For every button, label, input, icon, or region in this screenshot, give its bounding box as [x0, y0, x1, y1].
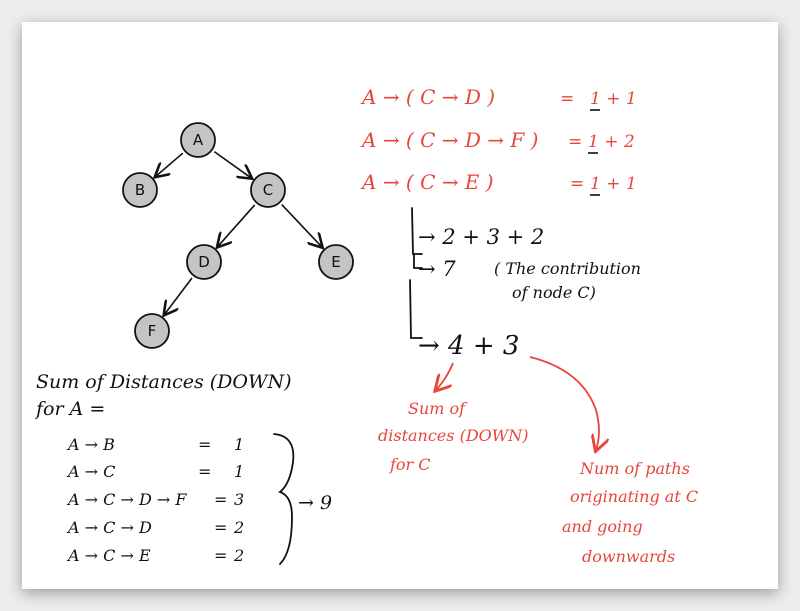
- arrow-to-sum-of-distances: [436, 362, 454, 390]
- left-curly-brace: [273, 433, 295, 565]
- left-row-val-3: 2: [233, 518, 244, 537]
- annot-right-line3: and going: [562, 517, 643, 536]
- left-row-eq-2: =: [214, 490, 227, 509]
- annot-right-line2: originating at C: [570, 487, 698, 506]
- tree-edge-A-B: [156, 152, 184, 176]
- right-path-2: A → ( C → E ): [360, 170, 494, 194]
- tree-node-label-E: E: [331, 253, 340, 271]
- right-eq-1: =: [568, 132, 582, 152]
- tree-node-D: D: [186, 244, 222, 280]
- left-row-path-4: A → C → E: [66, 546, 151, 565]
- tree-nodes: A B C D E F: [122, 122, 354, 349]
- annot-left-line1: Sum of: [408, 399, 468, 418]
- tree-node-label-D: D: [198, 253, 210, 271]
- left-row-val-1: 1: [234, 462, 244, 481]
- whiteboard-canvas: A B C D E F Sum of Distances (DOWN) for A = A…: [34, 85, 698, 566]
- tree-node-label-C: C: [263, 181, 273, 199]
- annot-left-line3: for C: [389, 455, 431, 474]
- tree-node-circle-F: [134, 313, 170, 349]
- tree-node-circle-A: [180, 122, 216, 158]
- tree-edge-D-F: [165, 277, 193, 314]
- tree-node-C: C: [250, 172, 286, 208]
- left-row-path-3: A → C → D: [66, 518, 152, 537]
- right-contrib-line2: of node C): [512, 283, 596, 302]
- right-contrib-line1: ( The contribution: [494, 259, 641, 278]
- right-eq-0: =: [560, 89, 574, 109]
- right-line2: → 7: [418, 257, 456, 281]
- tree-edge-A-C: [213, 150, 251, 178]
- left-row-val-4: 2: [233, 546, 244, 565]
- tree-node-A: A: [180, 122, 216, 158]
- right-notes: A → ( C → D ) = 1 + 1 A → ( C → D → F ) …: [360, 85, 698, 566]
- left-notes: Sum of Distances (DOWN) for A = A → B = …: [34, 371, 332, 565]
- bracket-middle: [413, 253, 423, 269]
- annot-right-line4: downwards: [582, 547, 675, 566]
- left-row-eq-1: =: [198, 462, 211, 481]
- right-path-1: A → ( C → D → F ): [360, 128, 538, 152]
- left-row-path-1: A → C: [66, 462, 115, 481]
- tree-node-F: F: [134, 313, 170, 349]
- left-row-eq-3: =: [214, 518, 227, 537]
- tree-edges: [156, 150, 322, 315]
- right-val-1: 1 + 2: [588, 132, 635, 152]
- tree-node-label-B: B: [135, 181, 145, 199]
- right-path-0: A → ( C → D ): [360, 85, 495, 109]
- left-row-eq-0: =: [198, 435, 211, 454]
- right-eq-2: =: [570, 174, 584, 194]
- whiteboard-card: A B C D E F Sum of Distances (DOWN) for A = A…: [22, 22, 778, 589]
- tree-node-circle-C: [250, 172, 286, 208]
- bracket-upper: [411, 207, 423, 255]
- right-val-0: 1 + 1: [590, 89, 637, 109]
- tree-node-B: B: [122, 172, 158, 208]
- left-row-val-0: 1: [234, 435, 244, 454]
- arrow-to-num-of-paths: [529, 356, 599, 450]
- left-row-path-0: A → B: [66, 435, 115, 454]
- tree-node-label-A: A: [193, 131, 204, 149]
- left-row-eq-4: =: [214, 546, 227, 565]
- tree-node-circle-B: [122, 172, 158, 208]
- tree-node-E: E: [318, 244, 354, 280]
- annot-left-line2: distances (DOWN): [378, 426, 528, 445]
- tree-node-circle-D: [186, 244, 222, 280]
- annot-right-line1: Num of paths: [579, 459, 690, 478]
- bracket-lower: [409, 279, 423, 339]
- left-row-val-2: 3: [234, 490, 244, 509]
- tree-edge-C-E: [281, 203, 322, 247]
- tree-node-label-F: F: [148, 322, 157, 340]
- left-total: → 9: [298, 492, 332, 514]
- left-title-line1: Sum of Distances (DOWN): [36, 371, 292, 393]
- left-title-line2: for A =: [34, 398, 105, 420]
- right-line3: → 4 + 3: [418, 331, 519, 361]
- right-line1: → 2 + 3 + 2: [418, 225, 544, 249]
- left-row-path-2: A → C → D → F: [66, 490, 187, 509]
- tree-edge-C-D: [218, 204, 256, 246]
- right-val-2: 1 + 1: [590, 174, 637, 194]
- tree-node-circle-E: [318, 244, 354, 280]
